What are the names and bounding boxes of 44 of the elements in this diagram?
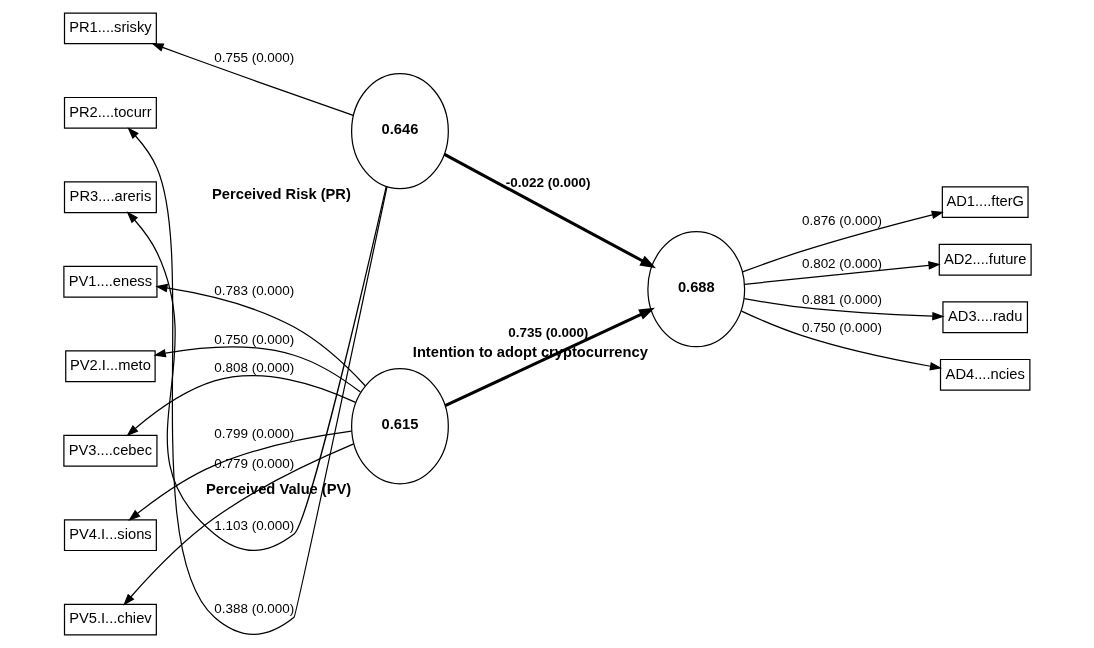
- node-box: AD1....fterG: [941, 186, 1029, 219]
- node-box: AD3....radu: [941, 301, 1028, 334]
- arrow: [126, 127, 388, 635]
- node-box: PV3....cebec: [62, 434, 158, 467]
- node-box: PR2....tocurr: [63, 96, 157, 129]
- node-box: PV2.I...meto: [64, 350, 156, 383]
- arrow: [127, 430, 352, 521]
- arrow: [150, 43, 354, 116]
- arrow: [153, 346, 361, 393]
- edge-label: 0.750 (0.000): [801, 319, 882, 335]
- node-box: AD2....future: [938, 243, 1032, 276]
- node-box: PV1....eness: [62, 265, 158, 298]
- arrow: [444, 307, 655, 408]
- edge-label: 0.388 (0.000): [213, 601, 294, 617]
- arrow: [122, 443, 354, 606]
- edge-label: 0.779 (0.000): [213, 455, 294, 471]
- arrow: [740, 310, 942, 371]
- edge-label: 0.735 (0.000): [507, 324, 588, 340]
- edge-label: 0.876 (0.000): [801, 213, 882, 229]
- arrow: [741, 210, 944, 273]
- arrow: [125, 375, 356, 437]
- node-box: PV4.I...sions: [63, 519, 157, 552]
- node-ellipse: 0.615: [350, 368, 449, 485]
- edge-label: 0.783 (0.000): [213, 282, 294, 298]
- edge-label: 0.750 (0.000): [213, 331, 294, 347]
- node-box: PR3....areris: [63, 181, 157, 214]
- arrow: [126, 186, 387, 552]
- arrow: [743, 297, 945, 321]
- arrow: [154, 283, 366, 387]
- node-label: Perceived Risk (PR): [211, 186, 351, 203]
- edge-label: 0.799 (0.000): [213, 426, 294, 442]
- arrow: [743, 261, 941, 285]
- edge-label: -0.022 (0.000): [505, 175, 590, 191]
- edge-label: 0.802 (0.000): [801, 256, 882, 272]
- edge-label: 0.881 (0.000): [801, 291, 882, 307]
- node-box: PV5.I...chiev: [63, 603, 157, 636]
- arrow: [443, 153, 656, 269]
- node-ellipse: 0.646: [350, 73, 449, 190]
- node-ellipse: 0.688: [646, 230, 745, 348]
- edge-label: 0.755 (0.000): [213, 50, 294, 66]
- node-box: AD4....ncies: [939, 358, 1030, 391]
- edge-label: 1.103 (0.000): [213, 518, 294, 534]
- edge-label: 0.808 (0.000): [213, 360, 294, 376]
- node-box: PR1....srisky: [63, 12, 157, 45]
